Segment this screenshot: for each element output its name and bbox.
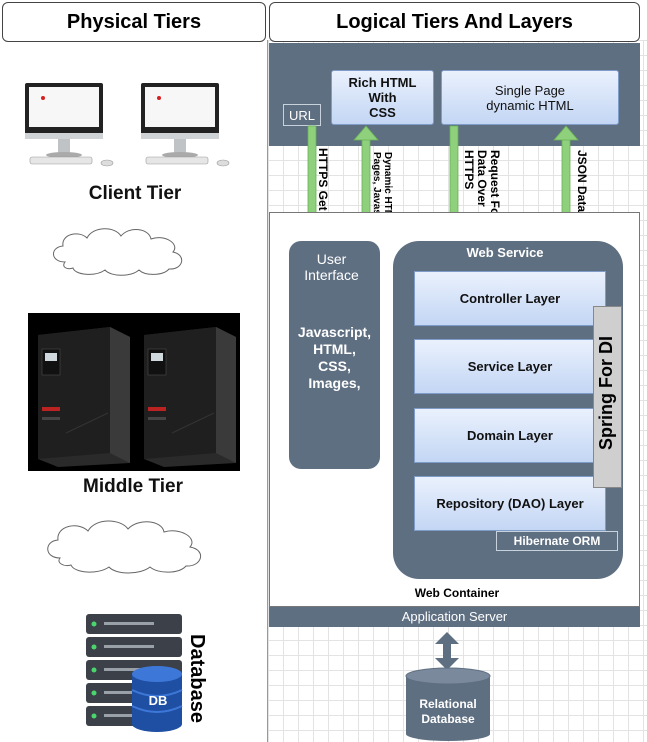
- user-interface-content: Javascript, HTML, CSS, Images,: [297, 324, 372, 391]
- request-data-label: Request For Data Over HTTPS: [462, 150, 502, 221]
- cloud-icon: [47, 520, 201, 574]
- ups-device-icon: [38, 327, 130, 467]
- logical-tiers-header: Logical Tiers And Layers: [269, 2, 640, 42]
- dynamic-pages-label: Dynamic HTML Pages, Javascript: [371, 152, 393, 237]
- spring-di-label: Spring For DI: [596, 336, 616, 450]
- relational-database-label: Relational Database: [419, 697, 477, 726]
- application-server-bar: [269, 607, 640, 627]
- domain-layer: Domain Layer: [414, 408, 606, 463]
- double-arrow-icon: [435, 632, 459, 670]
- user-interface-panel: [289, 241, 380, 469]
- application-server-label: Application Server: [401, 609, 508, 624]
- server-hardware-icon: [28, 313, 240, 471]
- json-data-label: JSON Data: [575, 150, 589, 213]
- physical-tiers-header: Physical Tiers: [2, 2, 266, 42]
- url-box: URL: [283, 104, 321, 126]
- user-interface-title: User Interface: [304, 251, 359, 283]
- spa-box: Single Page dynamic HTML: [441, 70, 619, 125]
- rich-html-box: Rich HTML With CSS: [331, 70, 434, 125]
- middle-tier-label: Middle Tier: [83, 476, 183, 497]
- hibernate-orm-box: Hibernate ORM: [496, 531, 618, 551]
- service-layer: Service Layer: [414, 339, 606, 394]
- controller-layer: Controller Layer: [414, 271, 606, 326]
- client-tier-label: Client Tier: [88, 183, 182, 204]
- db-badge: DB: [148, 693, 168, 708]
- computer-icon: [25, 83, 114, 167]
- repository-layer: Repository (DAO) Layer: [414, 476, 606, 531]
- relational-database-icon: [405, 667, 491, 741]
- computer-icon: [141, 83, 230, 167]
- web-service-title: Web Service: [466, 245, 544, 260]
- client-computers-icon: [25, 83, 230, 167]
- web-container-label: Web Container: [414, 586, 500, 600]
- spring-di-bar: [593, 306, 622, 488]
- ups-device-icon: [144, 327, 236, 467]
- cloud-icon: [53, 228, 183, 276]
- column-divider: [267, 40, 268, 742]
- database-server-icon: [86, 614, 183, 732]
- database-label: Database: [186, 634, 208, 723]
- https-get-label: HTTPS Get: [316, 148, 330, 211]
- db-cylinder-icon: [131, 666, 183, 732]
